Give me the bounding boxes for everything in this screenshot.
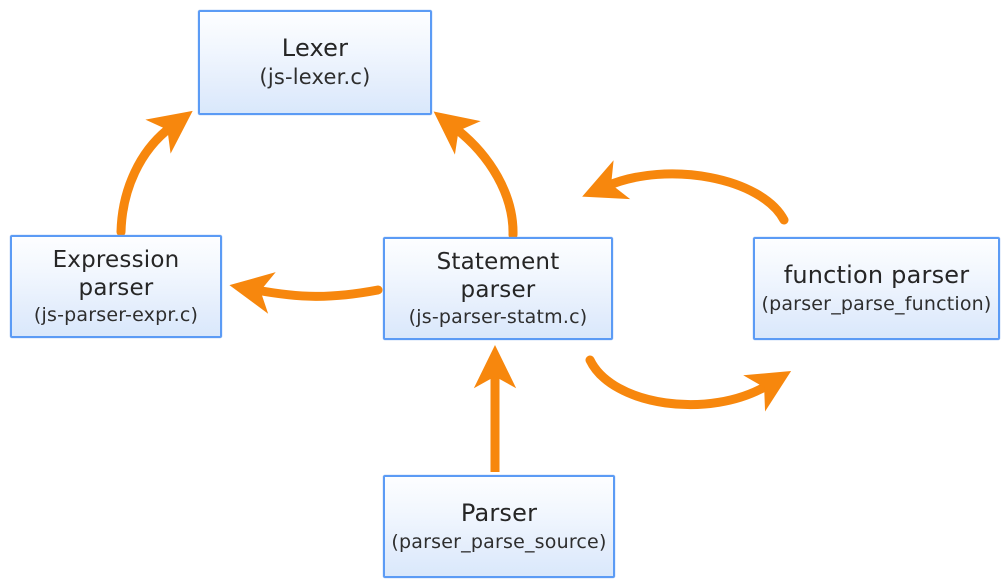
node-function-parser[interactable]: function parser (parser_parse_function) [753,237,1000,340]
node-parser[interactable]: Parser (parser_parse_source) [383,475,615,578]
edge-expression-to-lexer [116,110,193,237]
node-statement-parser-subtitle: (js-parser-statm.c) [408,305,588,328]
edge-function-to-statement [582,160,789,225]
node-expression-parser-title: Expression parser [52,246,180,301]
node-lexer[interactable]: Lexer (js-lexer.c) [198,10,432,115]
node-lexer-title: Lexer [281,34,349,63]
node-expression-parser[interactable]: Expression parser (js-parser-expr.c) [10,235,222,338]
node-function-parser-title: function parser [783,261,970,290]
node-statement-parser-title: Statement parser [436,248,560,303]
edge-statement-to-function [585,355,792,412]
node-lexer-subtitle: (js-lexer.c) [259,65,371,90]
node-parser-title: Parser [460,499,538,528]
node-statement-parser[interactable]: Statement parser (js-parser-statm.c) [383,237,613,340]
edge-statement-to-expression [229,272,383,314]
node-expression-parser-subtitle: (js-parser-expr.c) [33,303,199,326]
node-parser-subtitle: (parser_parse_source) [391,530,607,553]
node-function-parser-subtitle: (parser_parse_function) [761,292,992,315]
edge-statement-to-lexer [433,111,518,240]
